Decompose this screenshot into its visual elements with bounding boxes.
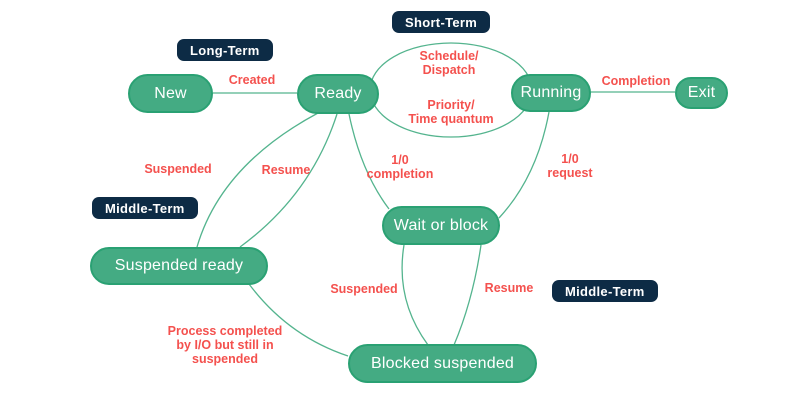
badge-middle-term-left: Middle-Term [92,197,198,219]
node-new: New [128,74,213,113]
node-suspended-ready: Suspended ready [90,247,268,285]
node-running: Running [511,74,591,112]
edge-process-completed [248,283,349,357]
transition-label-schedule-dispatch: Schedule/ Dispatch [419,49,479,77]
badge-short-term: Short-Term [392,11,491,33]
edge-suspended-ready [196,112,319,248]
transition-label-created: Created [228,73,276,87]
transition-label-completion: Completion [601,74,671,88]
node-exit: Exit [675,77,728,109]
node-wait-or-block: Wait or block [382,206,500,245]
edge-resume-ready [239,113,338,248]
transition-label-suspended-lower: Suspended [330,282,398,296]
edge-io-completion [348,113,390,210]
transition-label-io-request: 1/0 request [547,152,593,180]
node-blocked-suspended: Blocked suspended [348,344,537,383]
badge-long-term: Long-Term [177,39,273,61]
transition-label-process-completed: Process completed by I/O but still in su… [167,324,283,366]
edge-resume-blocked [453,244,482,346]
edge-io-request [498,111,550,219]
transition-label-resume-lower: Resume [484,281,534,295]
transition-label-io-completion: 1/0 completion [366,153,434,181]
node-ready: Ready [297,74,379,114]
transition-label-priority-time-quantum: Priority/ Time quantum [408,98,494,126]
edge-suspended-blocked [401,244,429,346]
badge-middle-term-right: Middle-Term [552,280,658,302]
transition-label-resume-upper: Resume [261,163,311,177]
transition-label-suspended-upper: Suspended [144,162,212,176]
